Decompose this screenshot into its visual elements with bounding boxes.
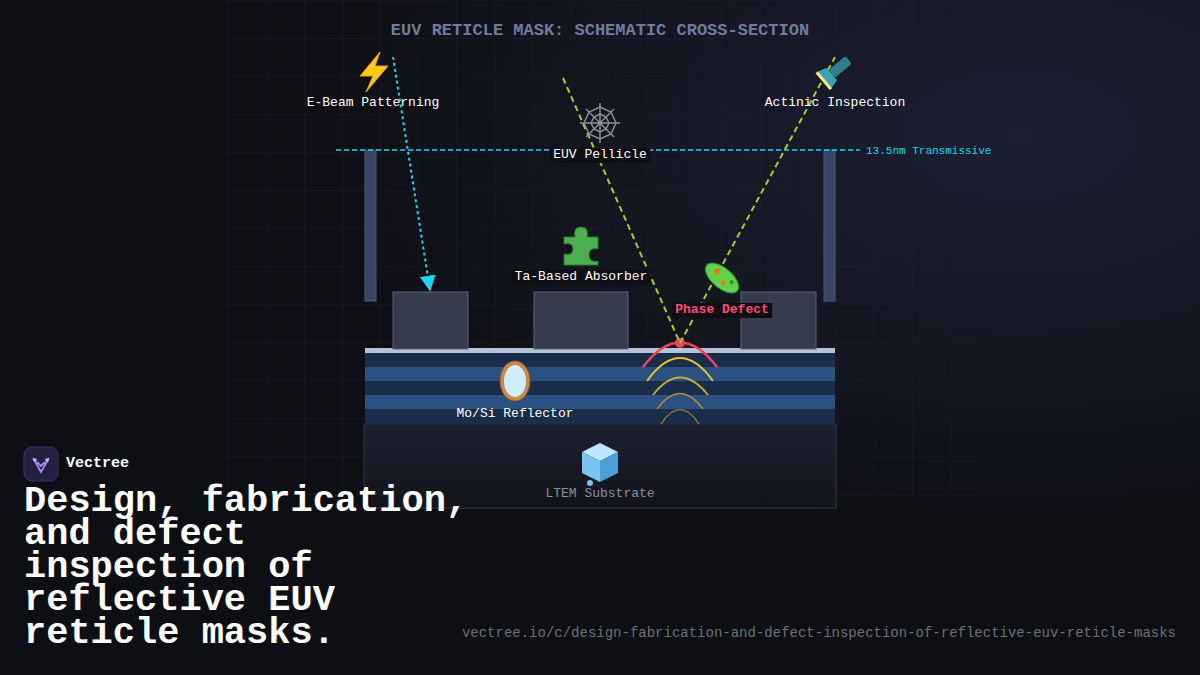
lightning-icon (360, 52, 388, 92)
source-url: vectree.io/c/design-fabrication-and-defe… (462, 625, 1176, 641)
caption-heading: Design, fabrication, and defect inspecti… (24, 485, 484, 650)
ice-drop (587, 480, 593, 486)
flashlight-icon (816, 51, 856, 90)
logo-mark (33, 458, 49, 472)
pellicle-frame (824, 150, 835, 301)
absorber-block (741, 292, 816, 349)
annotation: 13.5nm Transmissive (866, 145, 991, 158)
diagram-title: EUV RETICLE MASK: SCHEMATIC CROSS-SECTIO… (391, 21, 809, 41)
defect-label: Phase Defect (672, 303, 772, 318)
substrate-box: LTEM Substrate (364, 424, 836, 508)
part-label: Ta-Based Absorber (512, 270, 651, 285)
logo-tile (24, 447, 58, 481)
pellicle-frame (365, 150, 376, 301)
defect-wavefront (657, 394, 703, 410)
mirror-icon (500, 361, 530, 401)
incident-euv-ray (563, 78, 680, 343)
node-label: LTEM Substrate (545, 487, 654, 502)
ice-cube-icon (582, 443, 618, 482)
absorber-block (534, 292, 628, 349)
reflector-band: Mo/Si Reflector (365, 349, 835, 424)
multilayer-stripe (365, 353, 835, 367)
multilayer-stripe (365, 381, 835, 395)
logo-dot (45, 458, 49, 462)
defect-wavefront (653, 378, 708, 396)
tool-label: E-Beam Patterning (307, 96, 440, 111)
microbe-icon (700, 257, 743, 298)
logo-dot (33, 458, 37, 462)
multilayer-stripe (365, 395, 835, 409)
defect-wavefront (661, 410, 699, 425)
multilayer-band (365, 349, 835, 424)
web-icon (580, 103, 620, 143)
brand-name: Vectree (66, 455, 129, 472)
grid (225, 0, 975, 495)
node-label: Mo/Si Reflector (456, 407, 573, 422)
puzzle-icon (564, 227, 598, 265)
tool-label: Actinic Inspection (765, 96, 905, 111)
absorber-block (393, 292, 468, 349)
part-label: EUV Pellicle (550, 148, 650, 163)
multilayer-stripe (365, 409, 835, 424)
e-beam-ray (393, 57, 430, 290)
multilayer-stripe (365, 367, 835, 381)
